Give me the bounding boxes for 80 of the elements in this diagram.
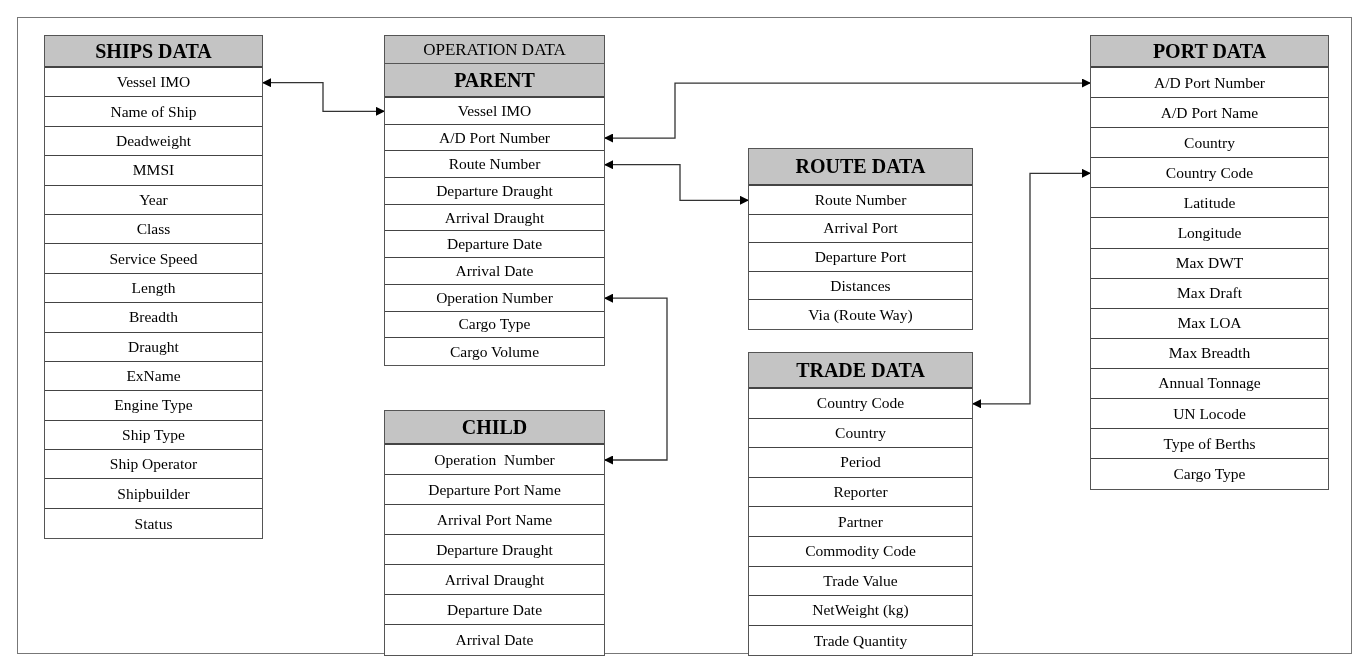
table-box (1090, 35, 1329, 491)
field-row: Country (1091, 128, 1328, 159)
field-row: Departure Draught (385, 178, 604, 205)
field-row: Max Breadth (1091, 338, 1328, 369)
field-row: Arrival Date (385, 258, 604, 285)
field-row: Ship Type (45, 420, 262, 451)
field-row: Status (45, 508, 262, 539)
field-row: Draught (45, 332, 262, 362)
field-row: Max Draft (1091, 278, 1328, 309)
field-row: Departure Port Name (385, 475, 604, 505)
field-row: Length (45, 273, 262, 304)
field-row: Arrival Draught (385, 565, 604, 595)
table-title: PARENT (454, 68, 535, 92)
table-title: CHILD (461, 415, 528, 439)
field-row: Year (45, 185, 262, 215)
group-header-box (384, 35, 605, 65)
field-row: Max DWT (1091, 248, 1328, 279)
field-row: Country Code (1091, 158, 1328, 189)
field-row: Arrival Date (385, 625, 604, 655)
field-row: Cargo Type (385, 311, 604, 339)
field-row: NetWeight (kg) (749, 596, 972, 626)
field-row: Latitude (1091, 188, 1328, 219)
field-row: Reporter (749, 477, 972, 508)
field-row: ExName (45, 361, 262, 392)
field-row: A/D Port Number (1091, 68, 1328, 99)
field-row: Operation Number (385, 445, 604, 475)
connector-arrow (971, 168, 1092, 409)
field-row: Shipbuilder (45, 479, 262, 509)
table-box (748, 148, 973, 330)
field-row: Cargo Volume (385, 338, 604, 365)
field-row: Annual Tonnage (1091, 368, 1328, 400)
table-box (44, 35, 263, 540)
field-row: Departure Date (385, 595, 604, 625)
field-row: MMSI (45, 156, 262, 186)
table-title: SHIPS DATA (95, 39, 212, 63)
field-row: Longitude (1091, 218, 1328, 249)
connector-arrow (603, 293, 668, 465)
field-row: A/D Port Number (385, 124, 604, 152)
field-row: Via (Route Way) (749, 300, 972, 329)
table-box (384, 63, 605, 366)
field-row: Route Number (749, 186, 972, 215)
field-row: Trade Quantity (749, 625, 972, 656)
field-row: Vessel IMO (385, 98, 604, 125)
field-row: Cargo Type (1091, 459, 1328, 490)
field-row: Type of Berths (1091, 429, 1328, 460)
field-row: A/D Port Name (1091, 98, 1328, 129)
field-row: Departure Date (385, 231, 604, 259)
connector-arrow (603, 78, 1092, 143)
table-box (748, 352, 973, 657)
table-box (384, 410, 605, 656)
field-row: Deadweight (45, 126, 262, 157)
field-row: Trade Value (749, 566, 972, 597)
field-row: Vessel IMO (45, 68, 262, 98)
field-row: Arrival Port (749, 214, 972, 244)
field-row: Max LOA (1091, 308, 1328, 339)
table-title: OPERATION DATA (423, 40, 566, 60)
field-row: Arrival Port Name (385, 505, 604, 535)
field-row: Departure Port (749, 243, 972, 272)
field-row: Country Code (749, 389, 972, 419)
field-row: Distances (749, 271, 972, 301)
connector-arrow (603, 160, 750, 205)
field-row: Route Number (385, 151, 604, 179)
field-row: Engine Type (45, 391, 262, 421)
field-row: Arrival Draught (385, 204, 604, 232)
field-row: Breadth (45, 303, 262, 333)
field-row: UN Locode (1091, 399, 1328, 430)
field-row: Service Speed (45, 244, 262, 274)
field-row: Partner (749, 507, 972, 537)
field-row: Period (749, 448, 972, 478)
field-row: Departure Draught (385, 535, 604, 565)
field-row: Class (45, 214, 262, 245)
field-row: Country (749, 418, 972, 449)
table-title: PORT DATA (1152, 39, 1267, 63)
field-row: Ship Operator (45, 450, 262, 480)
table-title: TRADE DATA (796, 358, 925, 382)
table-title: ROUTE DATA (795, 155, 926, 178)
field-row: Operation Number (385, 284, 604, 312)
connector-arrow (261, 78, 386, 116)
field-row: Commodity Code (749, 536, 972, 567)
field-row: Name of Ship (45, 97, 262, 127)
